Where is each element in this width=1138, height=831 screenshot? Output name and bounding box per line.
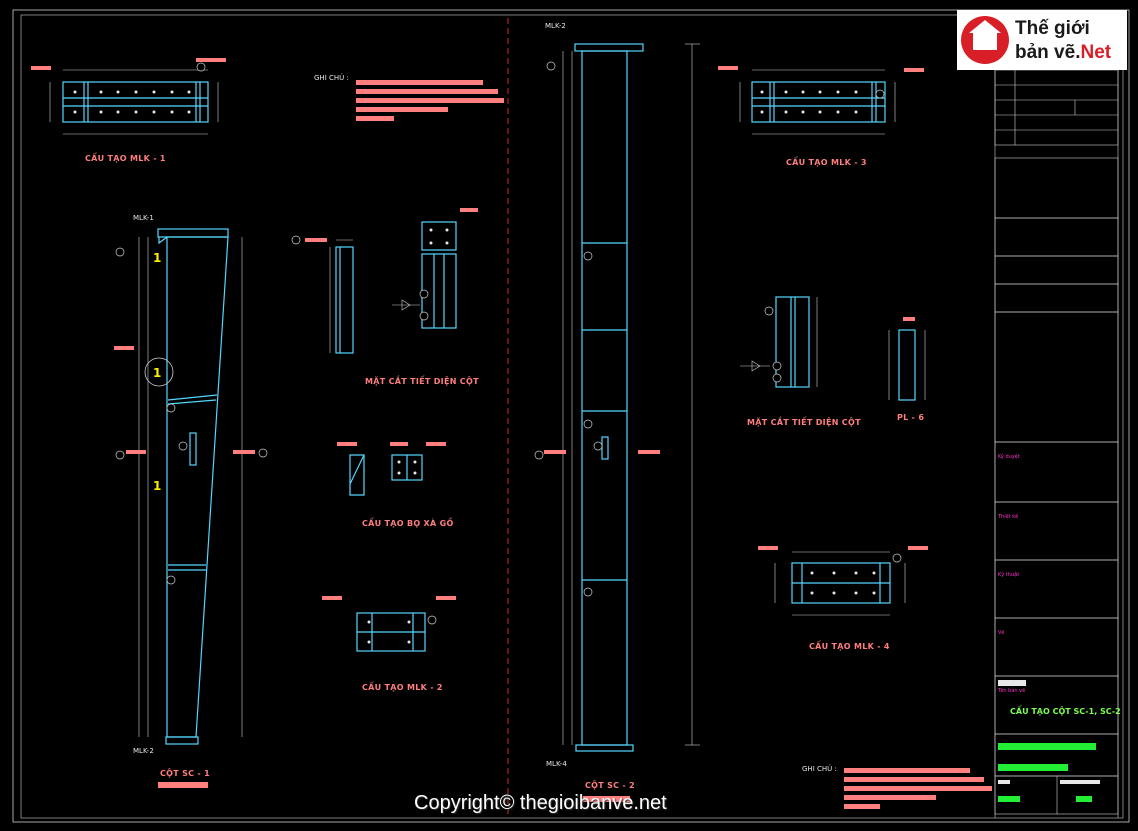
mlk3-detail: CẤU TẠO MLK - 3	[718, 66, 924, 167]
tag-mlk2-bottom: MLK-2	[133, 747, 154, 755]
svg-text:1: 1	[153, 251, 161, 265]
section-left-title: MẶT CẮT TIẾT DIỆN CỘT	[365, 374, 479, 386]
svg-text:1: 1	[153, 479, 161, 493]
notes-bottom: GHI CHÚ :	[802, 764, 992, 809]
column-sc2: MLK-2 MLK-4 CỘT SC - 2	[534, 22, 700, 802]
site-logo[interactable]: Thế giới bản vẽ.Net	[957, 10, 1127, 70]
logo-line-1: Thế giới	[1015, 18, 1090, 39]
section-right-title: MẶT CẮT TIẾT DIỆN CỘT	[747, 415, 861, 427]
tag-mlk2-top: MLK-2	[545, 22, 566, 30]
mlk4-detail: CẤU TẠO MLK - 4	[758, 546, 928, 651]
mlk2-title: CẤU TẠO MLK - 2	[362, 680, 443, 692]
notes-top: GHI CHÚ :	[314, 73, 504, 121]
title-block-drawing-name: CẤU TẠO CỘT SC-1, SC-2	[1010, 704, 1121, 716]
drawing-frame-inner	[20, 14, 1124, 819]
svg-text:Vẽ: Vẽ	[998, 630, 1005, 636]
mlk1-detail: CẤU TẠO MLK - 1	[31, 58, 226, 163]
svg-text:1: 1	[153, 366, 161, 380]
copyright-watermark: Copyright© thegioibanve.net	[414, 792, 667, 814]
bo-xa-go-detail: CẤU TẠO BỌ XÀ GỒ	[337, 442, 454, 528]
column-sc1: MLK-1 1 1 1 MLK-2 CỘT SC - 1	[114, 214, 268, 788]
column-sc1-title: CỘT SC - 1	[160, 768, 210, 778]
svg-text:Thiết kế: Thiết kế	[997, 513, 1019, 520]
bo-xa-go-title: CẤU TẠO BỌ XÀ GỒ	[362, 516, 454, 528]
pl6-detail: PL - 6	[888, 317, 926, 422]
drawing-frame-outer	[12, 9, 1130, 823]
notes-top-heading: GHI CHÚ :	[314, 73, 349, 82]
section-detail-left: MẶT CẮT TIẾT DIỆN CỘT	[291, 208, 479, 386]
mlk3-title: CẤU TẠO MLK - 3	[786, 155, 867, 167]
notes-bottom-heading: GHI CHÚ :	[802, 764, 837, 773]
title-block: Ký duyệt Thiết kế Kỹ thuật Vẽ Tên bản vẽ…	[994, 15, 1121, 818]
pl6-title: PL - 6	[897, 413, 924, 422]
svg-text:Ký duyệt: Ký duyệt	[998, 453, 1020, 460]
section-detail-right: MẶT CẮT TIẾT DIỆN CỘT	[740, 296, 861, 427]
mlk2-detail: CẤU TẠO MLK - 2	[322, 596, 456, 692]
svg-text:Kỹ thuật: Kỹ thuật	[998, 571, 1019, 578]
column-sc2-title: CỘT SC - 2	[585, 780, 635, 790]
mlk1-title: CẤU TẠO MLK - 1	[85, 151, 166, 163]
svg-text:Tên bản vẽ: Tên bản vẽ	[997, 687, 1025, 694]
mlk4-title: CẤU TẠO MLK - 4	[809, 639, 890, 651]
logo-line-2: bản vẽ.Net	[1015, 42, 1112, 63]
tag-mlk1: MLK-1	[133, 214, 154, 222]
tag-mlk4: MLK-4	[546, 760, 567, 768]
house-icon	[961, 16, 1009, 64]
